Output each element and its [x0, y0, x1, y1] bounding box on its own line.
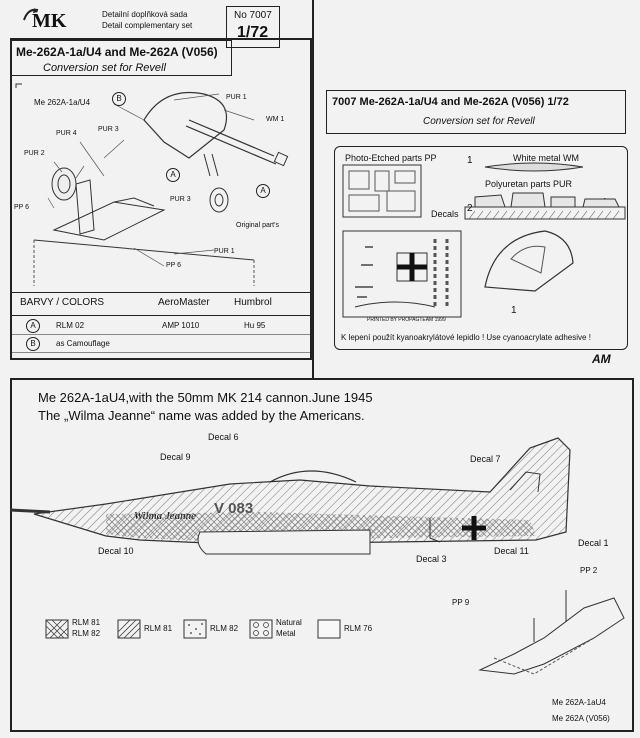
subtitle-en: Detail complementary set — [102, 21, 193, 30]
callout-pp6-bottom: PP 6 — [166, 262, 182, 269]
diagram-label: Me 262A-1a/U4 — [34, 98, 91, 107]
aircraft-name: Wilma Jeanne — [134, 510, 197, 522]
top-left-frame — [10, 38, 312, 360]
marker-b: B — [112, 92, 126, 106]
decal-3-label: Decal 3 — [416, 554, 447, 564]
parts-drawing — [342, 162, 626, 318]
legend-label-4b: Metal — [276, 629, 296, 638]
callout-pur1-bottom: PUR 1 — [214, 248, 235, 255]
callout-pur3-top: PUR 3 — [98, 126, 119, 133]
callout-pp6-left: PP 6 — [14, 204, 30, 211]
legend-swatch-dots — [183, 619, 207, 639]
row-color-name: as Camouflage — [56, 339, 110, 348]
humbrol-header: Humbrol — [234, 297, 272, 308]
aeromaster-header: AeroMaster — [158, 297, 210, 308]
legend-item: RLM 81 RLM 82 — [45, 618, 116, 646]
callout-pur3-bottom: PUR 3 — [170, 196, 191, 203]
right-title: 7007 Me-262A-1a/U4 and Me-262A (V056) 1/… — [332, 96, 569, 108]
kit-title: Me-262A-1a/U4 and Me-262A (V056) — [16, 45, 218, 59]
callout-pur2: PUR 2 — [24, 150, 45, 157]
legend-item: RLM 81 — [117, 618, 182, 646]
part-number-2: 2 — [467, 203, 473, 214]
brand-mark: AM — [592, 352, 611, 366]
colors-header: BARVY / COLORS — [20, 297, 105, 308]
bottom-heading-line2: The „Wilma Jeanne“ name was added by the… — [38, 408, 365, 423]
legend-label-3: RLM 82 — [210, 624, 239, 633]
row-marker-a: A — [26, 319, 40, 333]
right-title-box: 7007 Me-262A-1a/U4 and Me-262A (V056) 1/… — [326, 90, 626, 134]
assembly-drawing — [15, 83, 289, 286]
logo-text: MK — [32, 10, 67, 32]
decals-label: Decals — [431, 209, 459, 219]
marker-a-left: A — [166, 168, 180, 182]
callout-wm1: WM 1 — [266, 116, 285, 123]
legend-item: RLM 76 — [317, 618, 380, 646]
marker-a-right: A — [256, 184, 270, 198]
aircraft-profile — [9, 437, 571, 555]
color-row: B as Camouflage — [12, 336, 310, 353]
legend-item: Natural Metal — [249, 618, 316, 646]
wm-label: White metal WM — [513, 153, 580, 163]
callout-original-parts: Original part's — [236, 222, 279, 229]
right-subtitle: Conversion set for Revell — [423, 116, 535, 127]
legend-label-1b: RLM 82 — [72, 629, 101, 638]
printed-note: PRINTED BY PROPAGTEAM 1999 — [367, 317, 446, 323]
pur-label: Polyuretan parts PUR — [485, 179, 573, 189]
legend-label-1: RLM 81 — [72, 618, 101, 627]
adhesive-note: K lepení použít kyanoakrylátové lepidlo … — [341, 333, 591, 342]
part-number-1-bottom: 1 — [511, 305, 517, 316]
pe-label: Photo-Etched parts PP — [345, 153, 437, 163]
decal-10-label: Decal 10 — [98, 546, 134, 556]
aircraft-code: V 083 — [214, 500, 254, 517]
mk-logo: MK — [22, 6, 74, 32]
pp9-label: PP 9 — [452, 598, 470, 607]
kit-subtitle: Conversion set for Revell — [43, 62, 166, 74]
color-legend: RLM 81 RLM 82 RLM 81 RLM 82 Natural Meta… — [45, 618, 376, 646]
colors-table: BARVY / COLORS AeroMaster Humbrol A RLM … — [12, 292, 310, 356]
pp-detail-drawing — [478, 590, 625, 675]
legend-swatch-plain — [317, 619, 341, 639]
legend-item: RLM 82 — [183, 618, 248, 646]
decal-7-label: Decal 7 — [470, 454, 501, 464]
bottom-heading-line1: Me 262A-1aU4,with the 50mm MK 214 cannon… — [38, 390, 373, 405]
row-color-name: RLM 02 — [56, 321, 85, 330]
title-box: Me-262A-1a/U4 and Me-262A (V056) Convers… — [10, 40, 232, 76]
decal-9-label: Decal 9 — [160, 452, 191, 462]
assembly-diagram: Me 262A-1a/U4 PUR 1 WM 1 PUR 4 PUR 3 PUR… — [14, 80, 310, 290]
decal-11-label: Decal 11 — [494, 546, 529, 556]
variant-label-1: Me 262A-1aU4 — [552, 698, 606, 707]
variant-label-2: Me 262A (V056) — [552, 714, 610, 723]
pp2-label: PP 2 — [580, 566, 598, 575]
row-marker-b: B — [26, 337, 40, 351]
callout-pur1-top: PUR 1 — [226, 94, 247, 101]
legend-swatch-circles — [249, 619, 273, 639]
row-aeromaster: AMP 1010 — [162, 321, 200, 330]
callout-pur4: PUR 4 — [56, 130, 77, 137]
color-row: A RLM 02 AMP 1010 Hu 95 — [12, 318, 310, 335]
legend-label-4: Natural — [276, 618, 302, 627]
mk-logo-mark — [23, 8, 39, 21]
legend-label-2: RLM 81 — [144, 624, 173, 633]
set-scale: 1/72 — [237, 24, 269, 41]
parts-box: Photo-Etched parts PP White metal WM Pol… — [334, 146, 628, 350]
subtitle-cz: Detailní doplňková sada — [102, 10, 188, 19]
legend-swatch-diagonal — [117, 619, 141, 639]
set-number: No 7007 — [234, 10, 272, 21]
bottom-frame — [10, 378, 634, 732]
decal-1-label: Decal 1 — [578, 538, 609, 548]
legend-label-5: RLM 76 — [344, 624, 373, 633]
decal-6-label: Decal 6 — [208, 432, 239, 442]
legend-swatch-crosshatch — [45, 619, 69, 639]
set-number-box: No 7007 1/72 — [226, 6, 280, 48]
row-humbrol: Hu 95 — [244, 321, 266, 330]
part-number-1-top: 1 — [467, 155, 473, 166]
